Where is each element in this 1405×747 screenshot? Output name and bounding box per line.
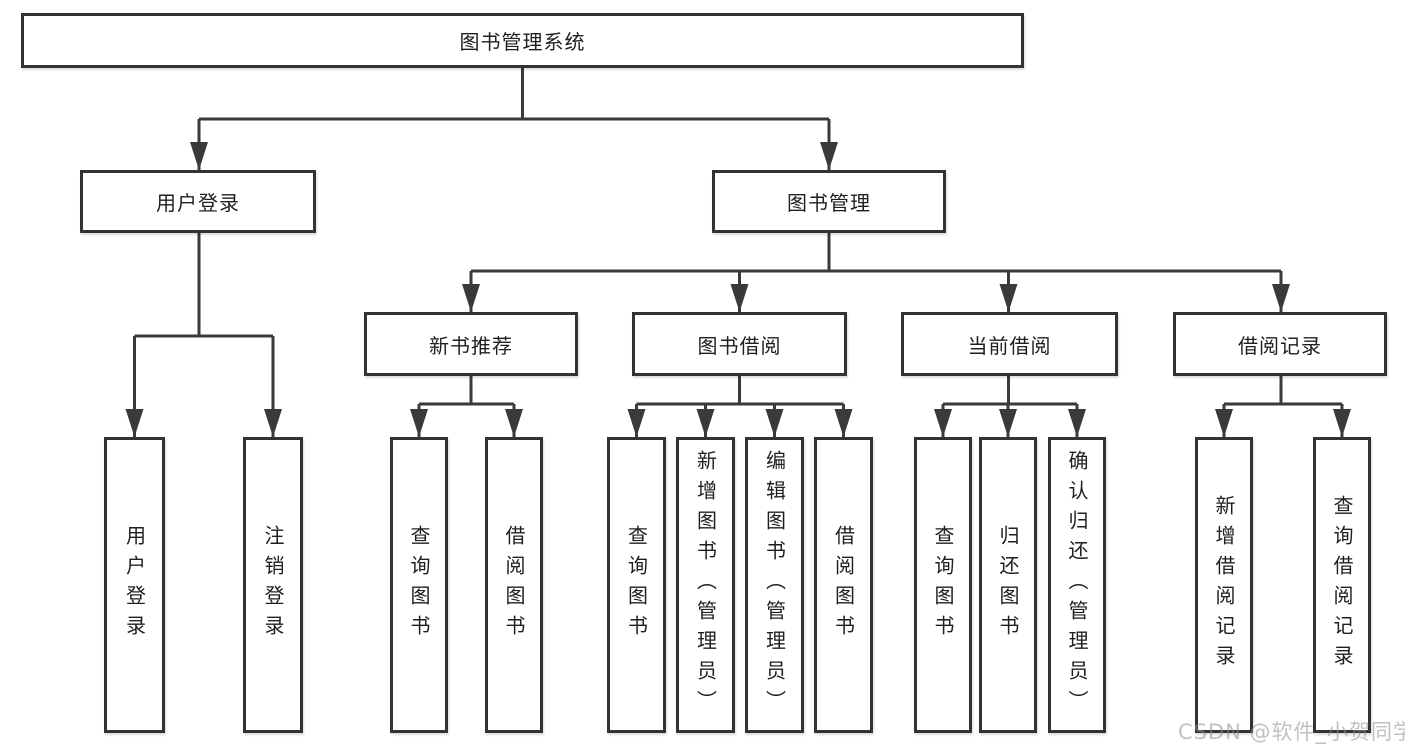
node-book-management: 图书管理 [712,170,946,233]
connector-root-trunk [199,68,829,121]
node-user-login: 用户登录 [80,170,316,233]
leaf-user-login: 用户登录 [104,437,165,733]
leaf-add-book-admin: 新增图书（管理员） [676,437,735,733]
leaf-confirm-return-admin: 确认归还（管理员） [1048,437,1106,733]
leaf-query-book-1: 查询图书 [390,437,448,733]
connector-book-management-trunk [471,233,1281,273]
connector-user-login-trunk [134,233,273,338]
leaf-edit-book-admin: 编辑图书（管理员） [745,437,804,733]
node-borrow-records: 借阅记录 [1173,312,1387,376]
connector-book-borrow-trunk [636,376,844,406]
node-root-library-system: 图书管理系统 [21,13,1024,68]
node-current-borrow: 当前借阅 [901,312,1118,376]
leaf-query-book-2: 查询图书 [607,437,666,733]
connector-current-borrow-trunk [943,376,1077,406]
leaf-logout: 注销登录 [243,437,303,733]
leaf-borrow-book-2: 借阅图书 [814,437,873,733]
connector-new-book-recommend-trunk [419,376,514,406]
connector-borrow-records-trunk [1224,376,1342,406]
node-new-book-recommend: 新书推荐 [364,312,578,376]
csdn-watermark: CSDN @软件_小贺同学 [1178,720,1405,744]
leaf-return-book: 归还图书 [979,437,1037,733]
node-book-borrow: 图书借阅 [632,312,847,376]
leaf-borrow-book-1: 借阅图书 [485,437,543,733]
leaf-query-book-3: 查询图书 [914,437,972,733]
leaf-query-borrow-record: 查询借阅记录 [1313,437,1371,733]
leaf-add-borrow-record: 新增借阅记录 [1195,437,1253,733]
